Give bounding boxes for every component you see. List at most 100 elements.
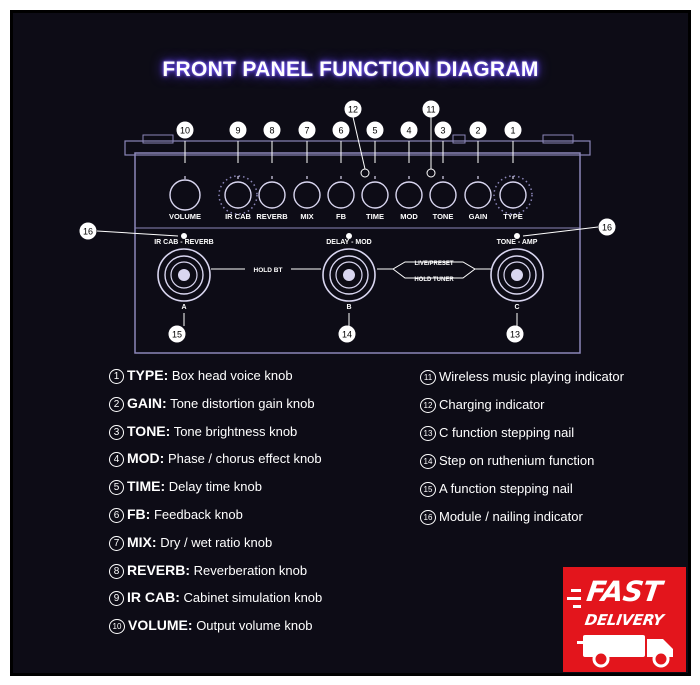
legend-number: 7 (109, 535, 124, 551)
pedal-body (134, 152, 581, 354)
pedal-top-rail (124, 140, 591, 156)
callout-15: 15 (168, 325, 186, 343)
svg-text:3: 3 (440, 126, 445, 136)
footswitch-label: TONE - AMP (497, 239, 538, 246)
footswitch-letter: B (346, 304, 351, 311)
svg-text:16: 16 (83, 227, 93, 237)
svg-text:13: 13 (510, 330, 520, 340)
svg-text:6: 6 (338, 126, 343, 136)
legend-key: TONE: (127, 422, 171, 439)
legend-description: C function stepping nail (439, 425, 575, 440)
legend-description: Charging indicator (439, 397, 545, 412)
svg-text:16: 16 (602, 223, 612, 233)
legend-description: A function stepping nail (439, 481, 573, 496)
knob-mix: MIX 7 (293, 121, 321, 221)
legend-key: FB: (127, 506, 151, 522)
svg-text:11: 11 (426, 105, 435, 115)
legend-number: 13 (420, 426, 436, 441)
knob-ir-cab: IR CAB 9 (218, 121, 258, 221)
knob-label: IR CAB (225, 212, 251, 221)
callout-8: 8 (263, 121, 281, 139)
callout-14: 14 (338, 325, 356, 343)
callout-16-right: 16 (598, 218, 616, 236)
legend-number: 2 (109, 396, 124, 412)
callout-11: 11 (422, 100, 440, 118)
legend-number: 10 (109, 619, 125, 635)
legend-description: Tone distortion gain knob (170, 395, 315, 411)
svg-text:7: 7 (304, 126, 309, 136)
knob-label: REVERB (256, 212, 288, 221)
svg-text:12: 12 (348, 105, 358, 115)
knob-tone: TONE 3 (429, 121, 457, 221)
page-title: FRONT PANEL FUNCTION DIAGRAM (162, 58, 539, 81)
legend-description: Phase / chorus effect knob (167, 451, 322, 467)
footswitch-b: DELAY - MOD B (322, 233, 376, 326)
legend-number: 15 (420, 482, 436, 497)
legend-number: 14 (420, 454, 436, 469)
footswitch-letter: C (514, 304, 519, 311)
legend-number: 16 (420, 510, 436, 525)
legend-key: VOLUME: (128, 617, 193, 634)
legend-key: TIME: (127, 478, 166, 495)
legend-number: 12 (420, 398, 436, 413)
callout-7: 7 (298, 121, 316, 139)
svg-text:14: 14 (342, 330, 352, 340)
legend-description: Cabinet simulation knob (183, 590, 323, 606)
knob-fb: FB 6 (327, 121, 355, 221)
legend-description: Wireless music playing indicator (439, 369, 624, 384)
footswitch-label: IR CAB - REVERB (154, 239, 214, 246)
legend-description: Feedback knob (153, 507, 243, 522)
callout-4: 4 (400, 121, 418, 139)
legend-number: 9 (109, 591, 124, 607)
legend-number: 5 (109, 480, 124, 496)
legend-description: Step on ruthenium function (439, 453, 595, 468)
callout-3: 3 (434, 121, 452, 139)
right-jack-tab (542, 134, 574, 144)
indicator-12: 12 (344, 100, 370, 178)
legend-key: MIX: (127, 533, 157, 550)
svg-text:8: 8 (269, 126, 274, 136)
left-jack-tab (142, 134, 174, 144)
callout-9: 9 (229, 121, 247, 139)
footswitch-label: DELAY - MOD (326, 239, 372, 246)
knob-label: MIX (300, 212, 313, 221)
knob-label: FB (336, 212, 347, 221)
callout-2: 2 (469, 121, 487, 139)
svg-text:2: 2 (475, 126, 480, 136)
footswitch-letter: A (181, 304, 186, 311)
legend-number: 1 (109, 369, 124, 384)
legend-description: Module / nailing indicator (439, 509, 583, 524)
callout-16-left: 16 (79, 222, 97, 240)
svg-text:4: 4 (406, 126, 411, 136)
svg-text:5: 5 (372, 126, 377, 136)
callout-10: 10 (176, 121, 194, 139)
knob-label: TYPE (503, 212, 523, 221)
footswitch-a: IR CAB - REVERB A (154, 233, 214, 326)
knob-label: TONE (433, 212, 454, 221)
legend-number: 3 (109, 424, 124, 440)
legend-key: REVERB: (127, 561, 191, 578)
legend-key: TYPE: (127, 367, 169, 383)
live-preset-label: LIVE/PRESET (414, 261, 453, 267)
knob-label: VOLUME (169, 212, 201, 221)
legend-key: GAIN: (127, 394, 167, 411)
svg-text:9: 9 (235, 126, 240, 136)
truck-icon (567, 589, 673, 668)
hold-bt-label: HOLD BT (254, 267, 283, 274)
legend-description: Reverberation knob (193, 562, 308, 578)
